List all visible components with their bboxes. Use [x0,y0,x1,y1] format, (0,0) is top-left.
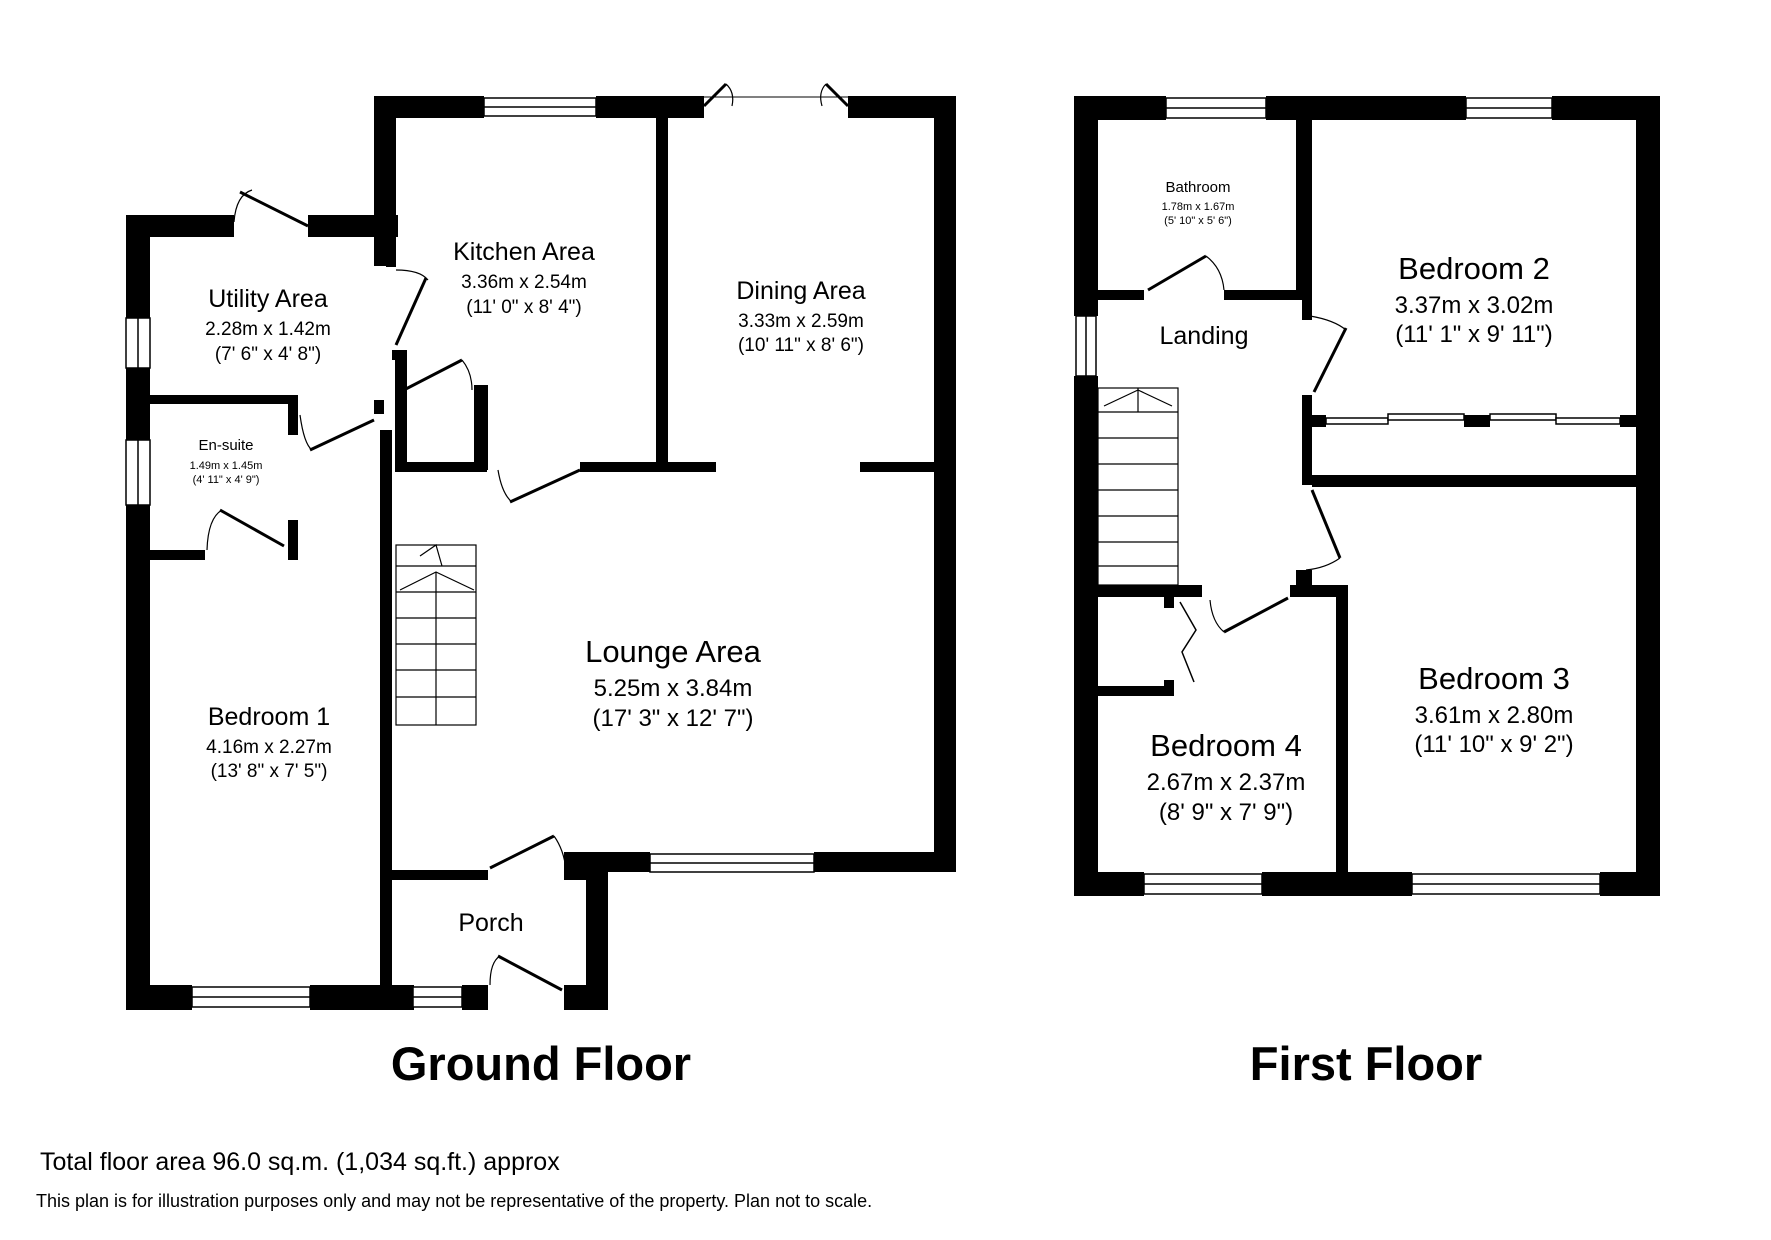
room-dims-kitchen: 3.36m x 2.54m [461,272,587,293]
room-dims-imperial-bedroom4: (8' 9" x 7' 9") [1159,799,1293,826]
ground-floor-doors [206,82,850,992]
ground-floor-walls [126,96,956,1010]
room-name-lounge: Lounge Area [585,634,762,669]
first-floor-walls [1074,96,1660,896]
room-name-bedroom4: Bedroom 4 [1150,728,1302,763]
room-dims-lounge: 5.25m x 3.84m [594,675,753,702]
first-floor-stairs [1097,387,1179,586]
room-dims-imperial-dining: (10' 11" x 8' 6") [738,335,864,356]
total-floor-area: Total floor area 96.0 sq.m. (1,034 sq.ft… [40,1148,560,1176]
room-name-dining: Dining Area [736,277,865,305]
room-name-utility: Utility Area [208,285,328,313]
room-dims-ensuite: 1.49m x 1.45m [190,460,263,472]
ground-floor-stairs [395,544,477,726]
room-dims-imperial-bedroom1: (13' 8" x 7' 5") [211,761,328,782]
first-floor-plan: Bathroom 1.78m x 1.67m (5' 10" x 5' 6") … [1074,96,1660,1090]
room-dims-imperial-bedroom2: (11' 1" x 9' 11") [1395,321,1552,348]
room-dims-utility: 2.28m x 1.42m [205,319,331,340]
room-dims-imperial-kitchen: (11' 0" x 8' 4") [466,297,581,318]
first-floor-windows [1075,97,1621,895]
ground-floor-labels: Utility Area 2.28m x 1.42m (7' 6" x 4' 8… [190,238,866,937]
room-dims-dining: 3.33m x 2.59m [738,311,864,332]
floor-title-ground: Ground Floor [391,1037,691,1090]
room-name-bedroom3: Bedroom 3 [1418,661,1570,696]
first-floor-labels: Bathroom 1.78m x 1.67m (5' 10" x 5' 6") … [1147,179,1574,826]
room-name-landing: Landing [1160,322,1249,350]
room-dims-bedroom1: 4.16m x 2.27m [206,737,332,758]
room-name-ensuite: En-suite [198,437,253,454]
room-dims-bedroom2: 3.37m x 3.02m [1395,292,1554,319]
floor-title-first: First Floor [1250,1037,1482,1090]
room-dims-imperial-ensuite: (4' 11" x 4' 9") [193,474,260,486]
room-name-bedroom2: Bedroom 2 [1398,251,1550,286]
ground-floor-interior-walls [150,118,936,985]
room-dims-bedroom3: 3.61m x 2.80m [1415,702,1574,729]
room-dims-imperial-lounge: (17' 3" x 12' 7") [593,705,754,732]
first-floor-interior-walls [1098,120,1636,872]
disclaimer: This plan is for illustration purposes o… [36,1191,873,1211]
room-dims-imperial-bathroom: (5' 10" x 5' 6") [1164,215,1232,227]
room-name-kitchen: Kitchen Area [453,238,595,266]
room-dims-bathroom: 1.78m x 1.67m [1162,201,1235,213]
room-name-porch: Porch [458,909,523,937]
room-name-bathroom: Bathroom [1165,179,1230,196]
room-dims-bedroom4: 2.67m x 2.37m [1147,769,1306,796]
first-floor-doors [1147,254,1348,683]
room-dims-imperial-bedroom3: (11' 10" x 9' 2") [1414,731,1573,758]
room-name-bedroom1: Bedroom 1 [208,703,330,731]
ground-floor-plan: Utility Area 2.28m x 1.42m (7' 6" x 4' 8… [125,82,956,1090]
room-dims-imperial-utility: (7' 6" x 4' 8") [215,344,321,365]
ground-floor-windows [125,97,815,1008]
